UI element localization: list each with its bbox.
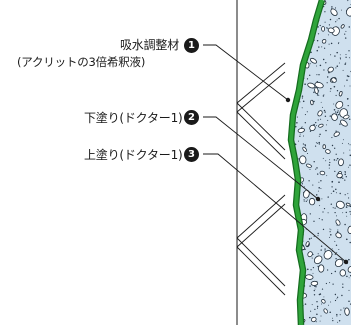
label-topcoat: 上塗り(ドクター1)	[84, 148, 183, 162]
label-acrit-dilution: (アクリットの3倍希釈液)	[17, 55, 146, 69]
leader-line-1	[203, 44, 289, 101]
label-undercoat: 下塗り(ドクター1)	[84, 111, 183, 125]
leader-line-2	[203, 116, 319, 200]
wall-bracing	[236, 62, 286, 296]
leader-lines	[203, 44, 347, 263]
label-water-absorption-adjuster: 吸水調整材	[120, 38, 180, 52]
number-badge-2: 2	[184, 110, 199, 125]
leader-line-3	[203, 153, 347, 263]
coating-layer-highlight	[289, 0, 324, 326]
number-badge-1: 1	[184, 38, 199, 53]
leader-dots	[285, 97, 349, 265]
number-badge-3: 3	[184, 147, 199, 162]
